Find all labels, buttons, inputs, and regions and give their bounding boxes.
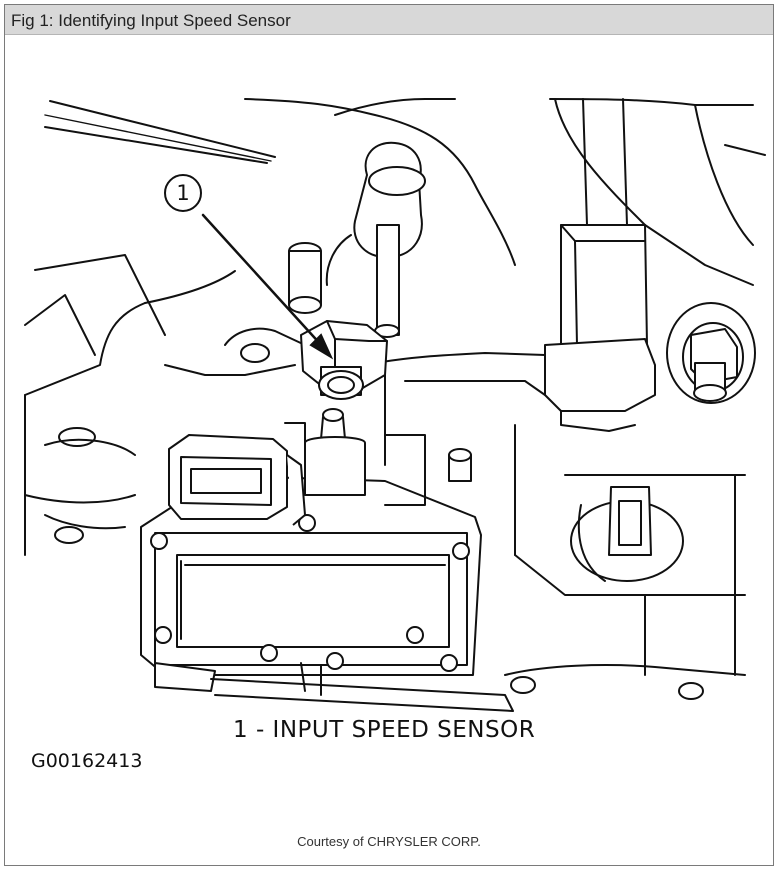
- output-speed-sensor: [514, 474, 746, 676]
- callout-arrow-head: [309, 333, 334, 360]
- callout-arrow-line: [201, 213, 325, 349]
- figure-caption: 1 - INPUT SPEED SENSOR: [233, 717, 536, 743]
- transmission-housing: [24, 98, 766, 556]
- input-speed-sensor: [300, 320, 388, 400]
- courtesy-credit: Courtesy of CHRYSLER CORP.: [297, 834, 481, 849]
- callout-circle: [164, 174, 202, 212]
- figure-title: Fig 1: Identifying Input Speed Sensor: [11, 11, 291, 30]
- figure-frame: Fig 1: Identifying Input Speed Sensor: [4, 4, 774, 866]
- callout-1: 1: [164, 174, 334, 360]
- tube-fittings: [288, 141, 426, 338]
- selector-shaft: [544, 98, 656, 432]
- pan-rail: [154, 662, 746, 712]
- housing-top-left-edge: [44, 100, 276, 164]
- top-bolts: [284, 408, 472, 506]
- valve-body-cover: [140, 474, 482, 676]
- callout-number: 1: [176, 181, 189, 205]
- figure-title-bar: Fig 1: Identifying Input Speed Sensor: [5, 5, 773, 35]
- connector: [168, 434, 306, 526]
- transmission-line-drawing: 1: [24, 98, 766, 712]
- right-bolt: [666, 302, 756, 404]
- figure-code: G00162413: [31, 750, 143, 772]
